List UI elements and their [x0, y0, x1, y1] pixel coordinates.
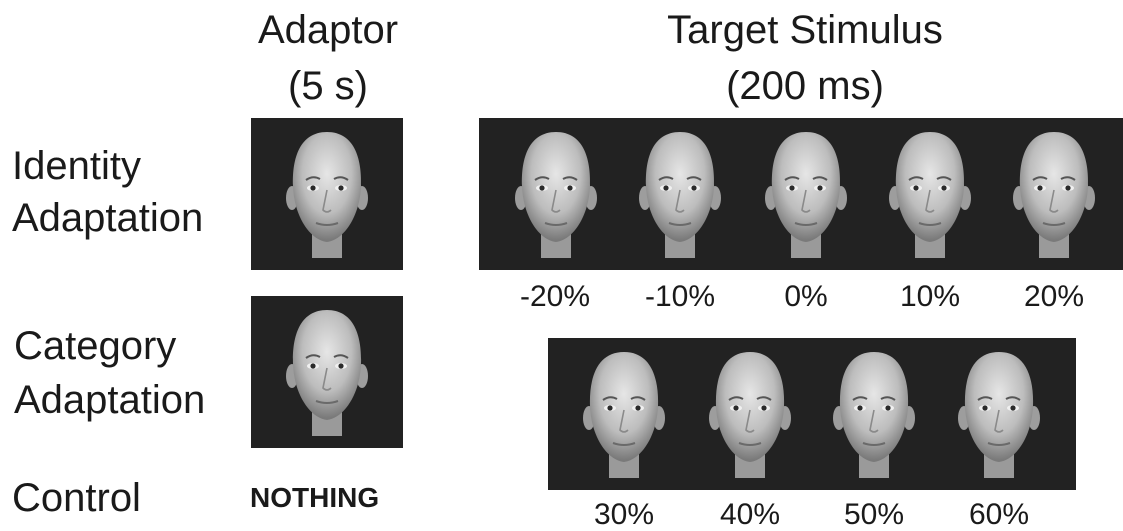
identity-target-panel — [479, 118, 1123, 270]
identity-target-label: 0% — [784, 280, 828, 313]
adaptor-duration: (5 s) — [288, 64, 368, 108]
category-target-label: 40% — [719, 498, 781, 531]
face-image — [761, 128, 851, 258]
target-header: Target Stimulus — [667, 8, 943, 52]
face-image — [635, 128, 725, 258]
face-image — [1009, 128, 1099, 258]
identity-target-label: -20% — [519, 280, 591, 313]
row-label-identity-line1: Identity — [12, 144, 141, 188]
category-target-label: 60% — [968, 498, 1030, 531]
row-label-category-line2: Adaptation — [14, 378, 206, 422]
row-label-category-line1: Category — [14, 324, 177, 368]
identity-target-label: -10% — [644, 280, 716, 313]
face-image — [579, 348, 669, 478]
category-adaptor-panel — [251, 296, 403, 448]
category-target-label: 30% — [593, 498, 655, 531]
face-image — [705, 348, 795, 478]
face-image — [282, 128, 372, 258]
identity-target-label: 10% — [899, 280, 961, 313]
row-label-identity-line2: Adaptation — [12, 196, 204, 240]
adaptor-header: Adaptor — [257, 8, 399, 52]
target-duration: (200 ms) — [726, 64, 884, 108]
identity-adaptor-panel — [251, 118, 403, 270]
face-image — [829, 348, 919, 478]
face-image — [282, 306, 372, 436]
face-image — [954, 348, 1044, 478]
category-target-label: 50% — [843, 498, 905, 531]
face-image — [885, 128, 975, 258]
identity-target-label: 20% — [1023, 280, 1085, 313]
control-adaptor-nothing: NOTHING — [250, 482, 380, 513]
face-image — [511, 128, 601, 258]
row-label-control: Control — [12, 476, 141, 520]
category-target-panel — [548, 338, 1076, 490]
